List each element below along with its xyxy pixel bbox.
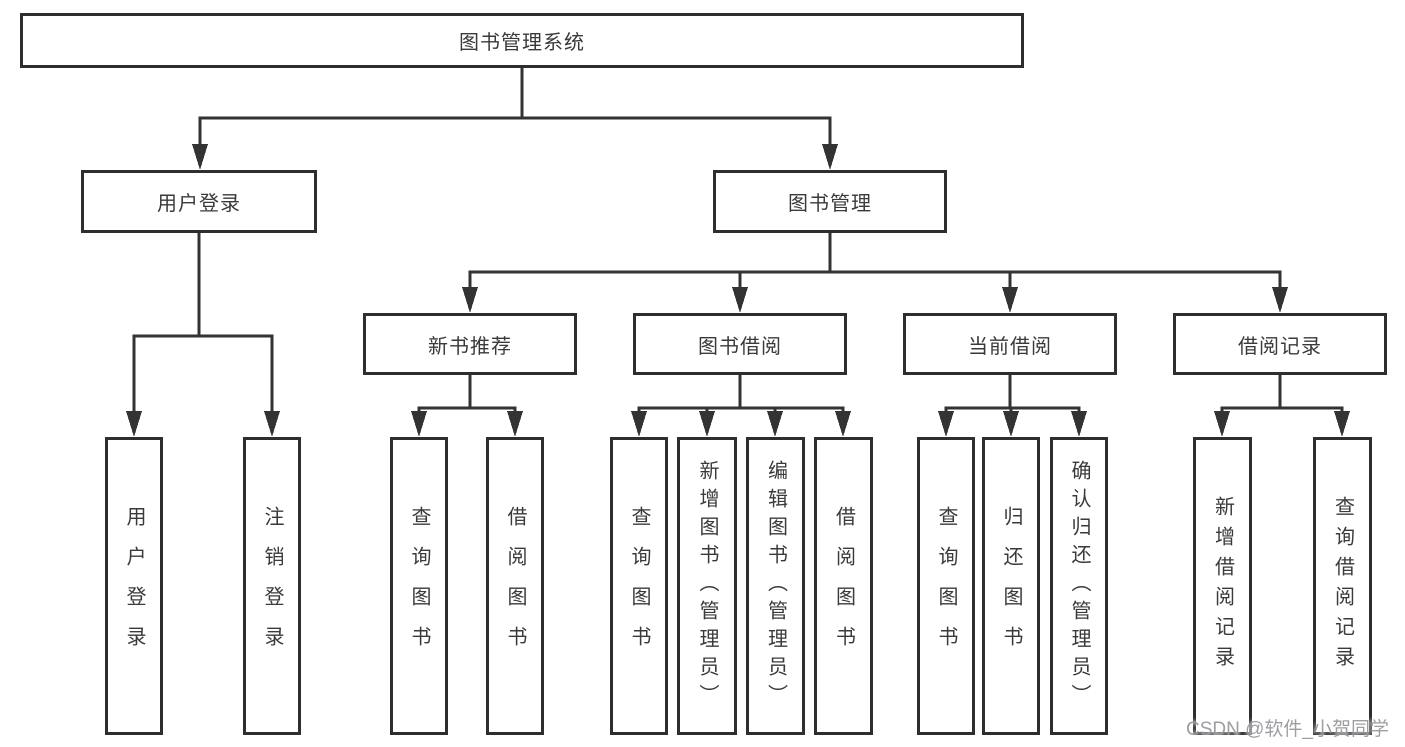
connector-current-borrowing-children — [938, 375, 1087, 437]
node-leaf-borrow-books-recommend-label: 借阅图书 — [504, 506, 526, 666]
node-leaf-edit-books-admin-label: 编辑图书（管理员） — [764, 460, 787, 712]
node-leaf-borrow-books-recommend: 借阅图书 — [486, 437, 544, 735]
node-leaf-query-books-current-label: 查询图书 — [935, 506, 957, 666]
node-book-management: 图书管理 — [713, 170, 947, 233]
node-new-book-recommendation: 新书推荐 — [363, 313, 577, 375]
node-book-management-label: 图书管理 — [788, 193, 872, 215]
node-leaf-query-borrowing-record: 查询借阅记录 — [1313, 437, 1372, 735]
node-user-login-label: 用户登录 — [157, 193, 241, 215]
node-book-borrowing-label: 图书借阅 — [698, 335, 782, 358]
node-leaf-query-borrowing-record-label: 查询借阅记录 — [1331, 496, 1354, 676]
node-leaf-return-books: 归还图书 — [982, 437, 1040, 735]
node-leaf-query-books-borrowing-label: 查询图书 — [628, 506, 650, 666]
node-current-borrowing-label: 当前借阅 — [968, 335, 1052, 358]
node-user-login: 用户登录 — [81, 170, 317, 233]
node-book-borrowing: 图书借阅 — [633, 313, 847, 375]
node-leaf-add-books-admin-label: 新增图书（管理员） — [696, 460, 718, 712]
connector-recommendation-children — [411, 375, 523, 437]
connector-user-login-children — [126, 233, 280, 437]
node-leaf-user-login: 用户登录 — [105, 437, 163, 735]
connector-book-management-children — [462, 233, 1288, 313]
node-leaf-logout: 注销登录 — [243, 437, 301, 735]
node-leaf-confirm-return-admin: 确认归还（管理员） — [1050, 437, 1108, 735]
node-leaf-user-login-label: 用户登录 — [123, 506, 145, 666]
node-root: 图书管理系统 — [20, 13, 1024, 68]
node-borrowing-records-label: 借阅记录 — [1238, 335, 1322, 358]
watermark: CSDN @软件_小贺同学 — [1186, 719, 1389, 740]
node-leaf-add-books-admin: 新增图书（管理员） — [677, 437, 737, 735]
node-borrowing-records: 借阅记录 — [1173, 313, 1387, 375]
node-leaf-borrow-books-borrowing-label: 借阅图书 — [832, 506, 855, 666]
node-leaf-query-books-recommend: 查询图书 — [390, 437, 448, 735]
node-leaf-query-books-current: 查询图书 — [917, 437, 975, 735]
node-leaf-confirm-return-admin-label: 确认归还（管理员） — [1068, 460, 1090, 712]
node-leaf-query-books-borrowing: 查询图书 — [610, 437, 668, 735]
connector-records-children — [1214, 375, 1350, 437]
node-leaf-logout-label: 注销登录 — [261, 506, 283, 666]
node-leaf-add-borrowing-record-label: 新增借阅记录 — [1211, 496, 1234, 676]
node-root-label: 图书管理系统 — [459, 32, 585, 54]
node-leaf-add-borrowing-record: 新增借阅记录 — [1193, 437, 1252, 735]
node-new-book-recommendation-label: 新书推荐 — [428, 335, 512, 358]
node-current-borrowing: 当前借阅 — [903, 313, 1117, 375]
node-leaf-query-books-recommend-label: 查询图书 — [408, 506, 430, 666]
node-leaf-borrow-books-borrowing: 借阅图书 — [814, 437, 873, 735]
connector-borrowing-children — [631, 375, 851, 437]
node-leaf-edit-books-admin: 编辑图书（管理员） — [746, 437, 805, 735]
node-leaf-return-books-label: 归还图书 — [1000, 506, 1022, 666]
connector-root-to-level2 — [192, 68, 838, 170]
